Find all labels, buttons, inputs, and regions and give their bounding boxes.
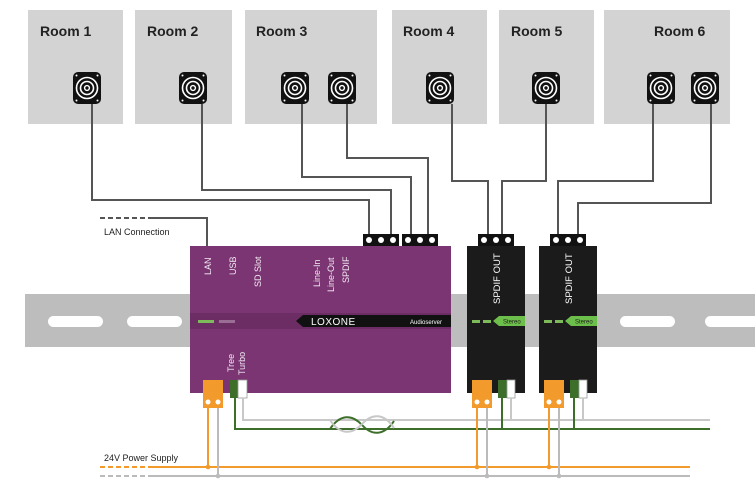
status-led-2 — [219, 320, 235, 323]
room-3: Room 3 — [245, 10, 377, 124]
cable-room-1 — [91, 104, 370, 234]
rail-slot-1 — [48, 316, 103, 327]
speaker-icon-room-3-left — [280, 71, 310, 105]
cable-room-5 — [501, 104, 547, 234]
bus-wiring — [234, 398, 710, 434]
lan-cable — [150, 217, 208, 246]
audioserver-name: Audioserver — [410, 320, 442, 326]
room-2: Room 2 — [135, 10, 232, 124]
extension-1-badge — [493, 316, 525, 326]
port-label-line-in: Line-In — [312, 259, 322, 287]
speaker-icon-room-4 — [425, 71, 455, 105]
extension-1-power-terminal — [472, 380, 492, 408]
loxone-logo: LOXONE — [311, 317, 356, 328]
turbo-cable — [242, 398, 710, 421]
room-2-panel — [135, 10, 232, 124]
room-3-label: Room 3 — [256, 23, 308, 39]
room-6-panel — [604, 10, 730, 124]
cable-room-3-left — [301, 104, 412, 234]
cable-room-6-left — [557, 104, 654, 234]
rail-slot-3 — [620, 316, 675, 327]
room-3-panel — [245, 10, 377, 124]
extension-1-led — [472, 320, 480, 323]
port-label-sd: SD Slot — [253, 256, 263, 287]
port-label-usb: USB — [228, 256, 238, 275]
audioserver-turbo-terminal — [237, 379, 248, 399]
spdif-extension-2: SPDIF OUT Stereo — [539, 234, 597, 393]
speaker-cables — [91, 104, 712, 234]
tree-label: Tree — [226, 354, 236, 372]
audioserver-output-terminals — [363, 234, 438, 246]
speaker-icon-room-2 — [178, 71, 208, 105]
extension-1-badge-text: Stereo — [503, 320, 521, 326]
port-label-lan: LAN — [203, 257, 213, 275]
port-label-spdif: SPDIF — [341, 256, 351, 283]
extension-1-turbo-terminal — [506, 379, 516, 399]
room-4: Room 4 — [392, 10, 487, 124]
room-1-panel — [28, 10, 123, 124]
status-led-1 — [198, 320, 214, 323]
rail-slot-4 — [705, 316, 755, 327]
power-supply-label: 24V Power Supply — [104, 453, 179, 463]
speaker-icon-room-5 — [531, 71, 561, 105]
lan-connection-label: LAN Connection — [104, 227, 170, 237]
turbo-label: Turbo — [237, 352, 247, 375]
cable-room-2 — [201, 104, 392, 234]
tree-cable — [234, 398, 710, 430]
room-2-label: Room 2 — [147, 23, 199, 39]
port-label-line-out: Line-Out — [326, 257, 336, 292]
extension-2-badge — [565, 316, 597, 326]
room-1: Room 1 — [28, 10, 123, 124]
extension-2-power-terminal — [544, 380, 564, 408]
logo-bar — [296, 315, 451, 327]
extension-2-label: SPDIF OUT — [564, 253, 575, 304]
power-wiring — [100, 408, 690, 479]
bottom-connectors — [203, 379, 588, 408]
room-4-label: Room 4 — [403, 23, 455, 39]
extension-1-led-2 — [483, 320, 491, 323]
spdif-extension-1: SPDIF OUT Stereo — [467, 234, 525, 393]
speaker-icon-room-3-right — [327, 71, 357, 105]
speaker-icon-room-6-left — [646, 71, 676, 105]
speaker-icon-room-6-right — [690, 71, 720, 105]
rail-slot-2 — [127, 316, 182, 327]
audioserver-power-terminal — [203, 380, 223, 408]
room-4-panel — [392, 10, 487, 124]
speaker-icon-room-1 — [72, 71, 102, 105]
extension-1-tree-terminal — [498, 380, 507, 398]
extension-2-led — [544, 320, 552, 323]
extension-1-label: SPDIF OUT — [492, 253, 503, 304]
extension-2-led-2 — [555, 320, 563, 323]
room-6-label: Room 6 — [654, 23, 706, 39]
lan-connection: LAN Connection — [100, 217, 208, 246]
cable-room-4 — [451, 104, 489, 234]
room-1-label: Room 1 — [40, 23, 92, 39]
room-5-label: Room 5 — [511, 23, 563, 39]
cable-room-6-right — [577, 104, 712, 234]
extension-2-tree-terminal — [570, 380, 579, 398]
room-6: Room 6 — [604, 10, 730, 124]
extension-2-badge-text: Stereo — [575, 320, 593, 326]
audioserver: LAN USB SD Slot Line-In Line-Out SPDIF L… — [190, 234, 451, 393]
cable-room-3-right — [346, 104, 429, 234]
extension-2-turbo-terminal — [578, 379, 588, 399]
